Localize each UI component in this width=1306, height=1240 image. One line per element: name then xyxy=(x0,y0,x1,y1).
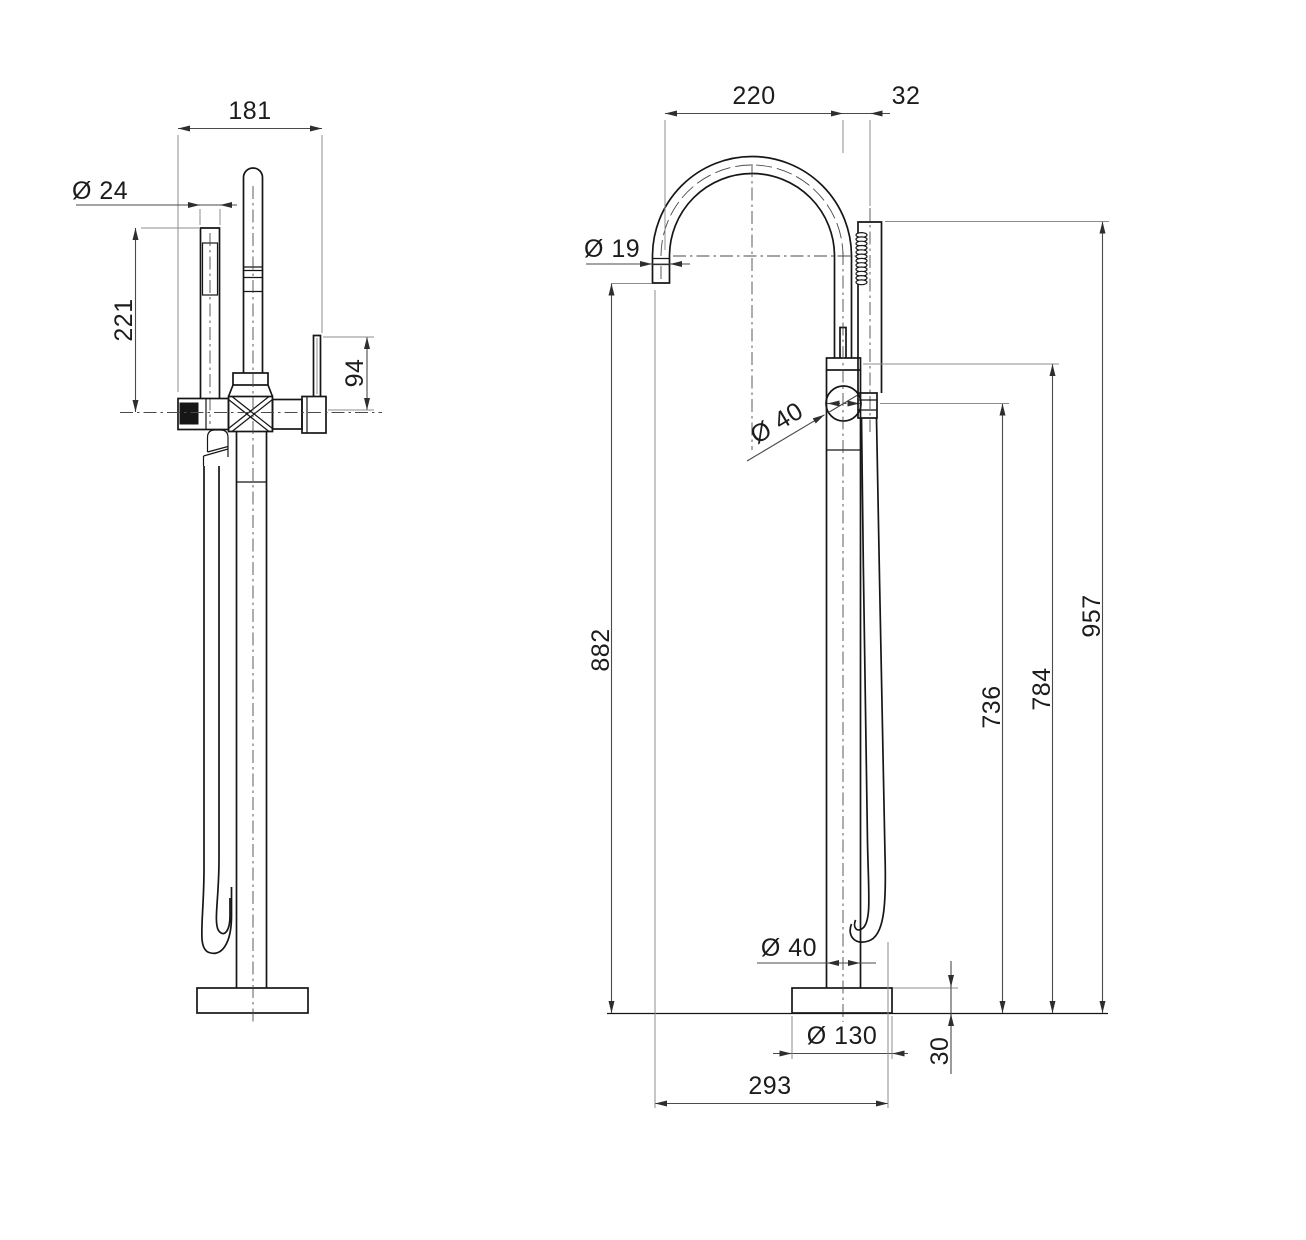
hose-side xyxy=(200,429,233,955)
dim-spout-reach-label: 220 xyxy=(732,82,775,110)
mixer-body-side xyxy=(177,372,327,434)
dim-spout-outlet-height: 882 xyxy=(587,283,615,1013)
dim-spout-outlet-height-label: 882 xyxy=(587,628,615,671)
dim-mixer-top-height: 784 xyxy=(863,363,1059,1013)
column-front xyxy=(791,252,893,1022)
dim-overall-depth: 293 xyxy=(654,290,889,1108)
dim-handshower-diameter: Ø 24 xyxy=(72,177,237,225)
dim-lever-height: 94 xyxy=(323,336,374,411)
dim-spout-outlet-diameter-label: Ø 19 xyxy=(584,235,640,263)
dim-handshower-diameter-label: Ø 24 xyxy=(72,177,128,205)
lever-side xyxy=(312,334,322,396)
base-side xyxy=(196,987,309,1014)
dim-handshower-top-height: 957 xyxy=(885,221,1109,1013)
dim-handshower-length-label: 221 xyxy=(110,298,138,341)
dim-lever-height-label: 94 xyxy=(341,359,369,388)
dim-spout-reach: 220 xyxy=(664,82,844,250)
dim-column-diameter-label: Ø 40 xyxy=(761,934,817,962)
dim-base-thickness-label: 30 xyxy=(926,1037,954,1066)
front-view: 220 32 Ø 19 Ø 40 882 xyxy=(584,82,1109,1108)
handshower-front xyxy=(855,208,883,432)
handshower-socket-dark xyxy=(179,402,199,425)
handshower-coil xyxy=(855,232,868,286)
dim-handshower-offset: 32 xyxy=(843,82,920,206)
dim-shower-holder-height: 736 xyxy=(880,403,1009,1013)
side-view: 181 Ø 24 221 94 xyxy=(72,97,382,1022)
dim-base-diameter: Ø 130 xyxy=(773,1016,908,1059)
dim-base-thickness: 30 xyxy=(926,961,954,1074)
column-side xyxy=(196,186,309,1022)
dim-handshower-length: 221 xyxy=(110,227,199,412)
dim-mixer-top-height-label: 784 xyxy=(1028,667,1056,710)
dim-overall-width-label: 181 xyxy=(228,97,271,125)
dim-handshower-offset-label: 32 xyxy=(892,82,921,110)
dim-overall-width: 181 xyxy=(177,97,323,392)
handshower-side xyxy=(199,227,221,424)
dim-handshower-top-height-label: 957 xyxy=(1078,594,1106,637)
dim-base-diameter-label: Ø 130 xyxy=(807,1022,878,1050)
dim-shower-holder-height-label: 736 xyxy=(978,685,1006,728)
handshower-holder xyxy=(857,392,878,419)
mixer-valve-front xyxy=(825,326,862,451)
dim-column-diameter: Ø 40 xyxy=(757,934,876,966)
dim-spout-outlet-diameter: Ø 19 xyxy=(584,235,690,284)
dim-overall-depth-label: 293 xyxy=(748,1072,791,1100)
